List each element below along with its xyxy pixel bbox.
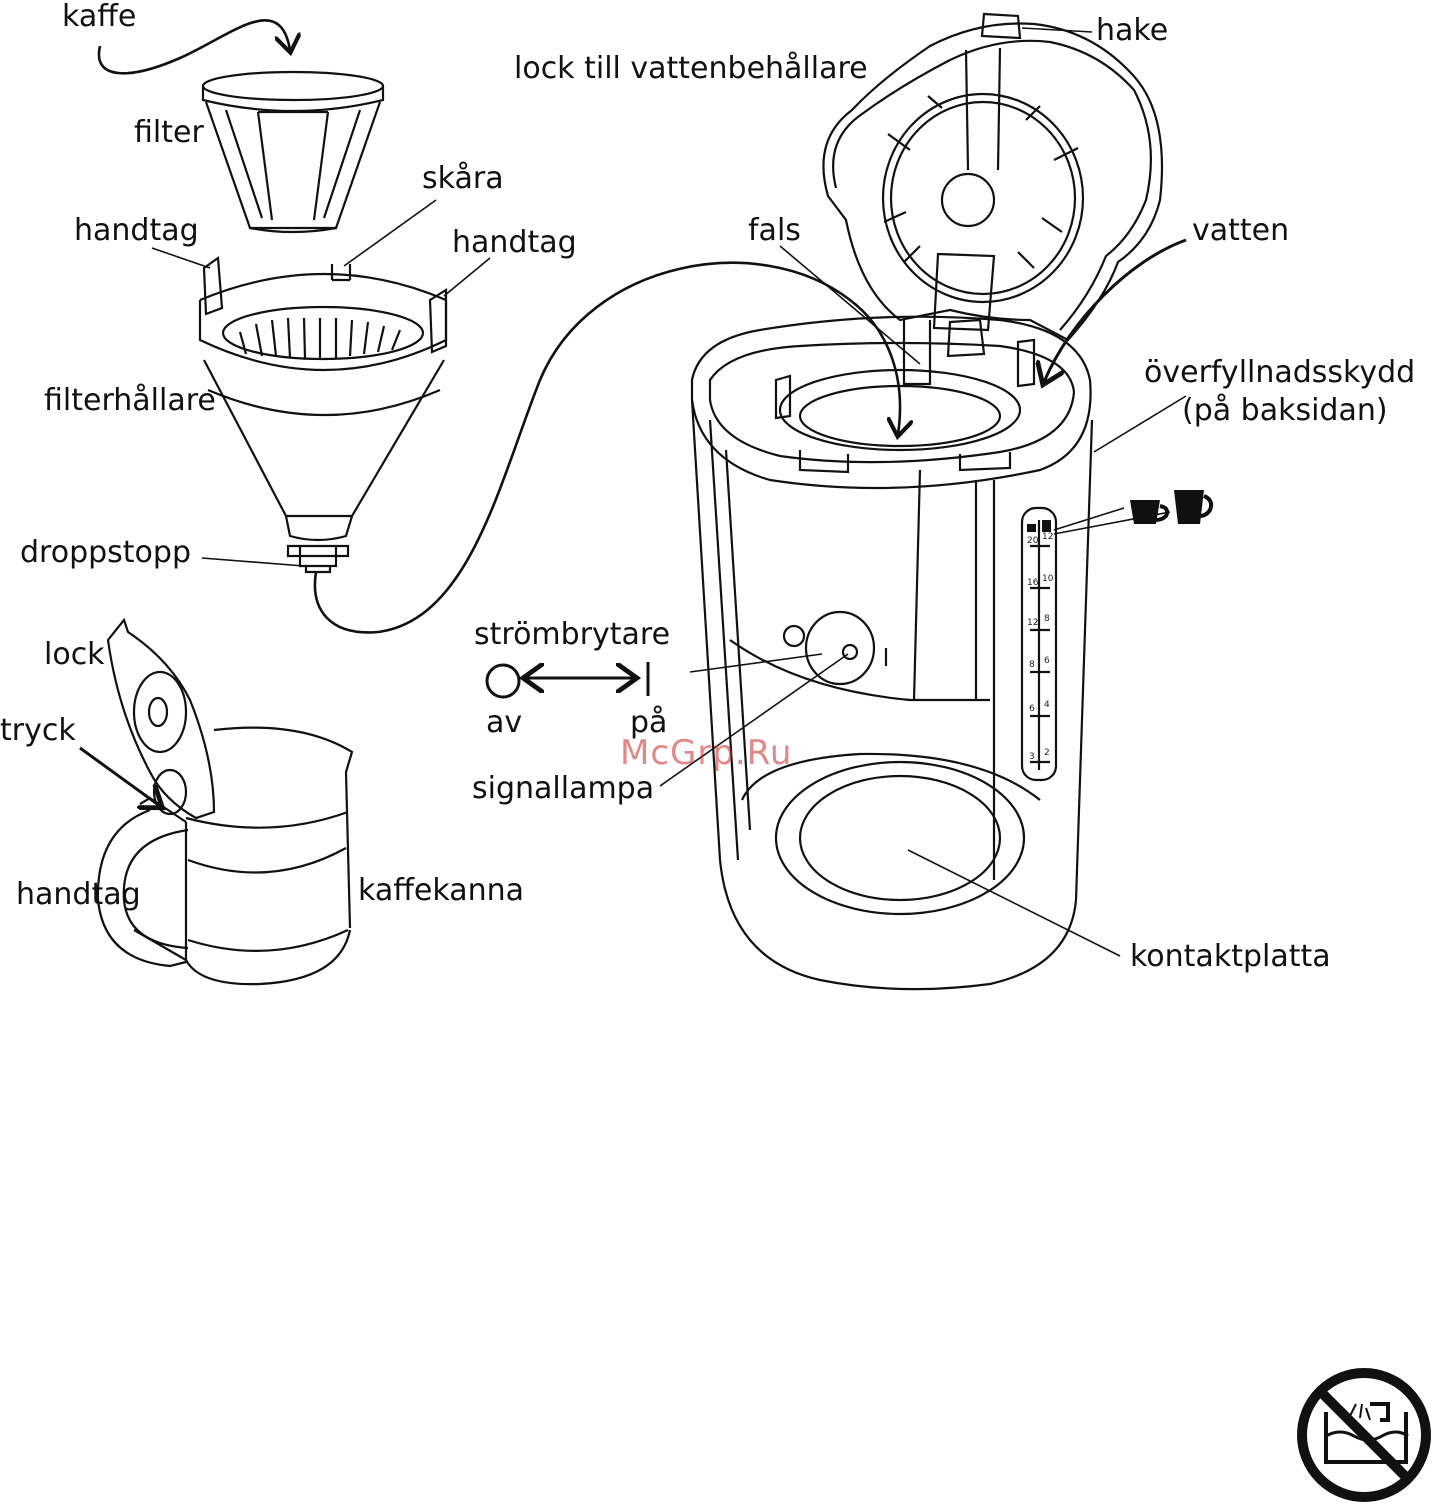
scale-right-tick: 12 (1042, 532, 1053, 542)
small-cup-icon (1130, 500, 1167, 524)
label-filter: filter (134, 116, 204, 150)
label-av: av (486, 706, 522, 740)
scale-left-tick: 20 (1027, 536, 1038, 546)
scale-right-tick: 8 (1044, 614, 1050, 624)
tryck-pointer (80, 748, 160, 806)
label-handtag-left: handtag (74, 214, 199, 248)
no-immerse-in-water-icon (1302, 1373, 1426, 1497)
leader-lines (152, 28, 1186, 956)
label-strombrytare: strömbrytare (474, 618, 670, 652)
label-fals: fals (748, 214, 801, 248)
scale-left-tick: 3 (1029, 752, 1035, 762)
label-handtag-right: handtag (452, 226, 577, 260)
scale-right-tick: 6 (1044, 656, 1050, 666)
label-skara: skåra (422, 162, 504, 196)
scale-left-tick: 6 (1029, 704, 1035, 714)
filter-basket (203, 72, 383, 232)
scale-right-tick: 4 (1044, 700, 1050, 710)
label-lock-tank: lock till vattenbehållare (514, 52, 868, 86)
label-tryck: tryck (0, 714, 76, 748)
label-pa-baksidan: (på baksidan) (1182, 394, 1388, 428)
label-vatten: vatten (1192, 214, 1289, 248)
label-handtag-carafe: handtag (16, 878, 141, 912)
label-kaffekanna: kaffekanna (358, 874, 524, 908)
scale-left-tick: 12 (1027, 618, 1038, 628)
carafe (98, 620, 352, 984)
coffee-maker-body (692, 14, 1162, 989)
large-cup-icon (1174, 490, 1211, 524)
filter-holder (200, 258, 446, 572)
scale-right-tick: 2 (1044, 748, 1050, 758)
label-lock-carafe: lock (44, 638, 105, 672)
label-overfyllnadsskydd: överfyllnadsskydd (1144, 356, 1415, 390)
scale-left-tick: 16 (1027, 578, 1038, 588)
label-filterhallare: filterhållare (44, 384, 216, 418)
label-hake: hake (1096, 14, 1168, 48)
label-droppstopp: droppstopp (20, 536, 191, 570)
label-kaffe: kaffe (62, 0, 136, 34)
watermark: McGrp.Ru (620, 734, 792, 772)
scale-right-tick: 10 (1042, 574, 1053, 584)
switch-symbol (487, 662, 648, 697)
scale-left-tick: 8 (1029, 660, 1035, 670)
label-kontaktplatta: kontaktplatta (1130, 940, 1331, 974)
label-signallampa: signallampa (472, 772, 654, 806)
